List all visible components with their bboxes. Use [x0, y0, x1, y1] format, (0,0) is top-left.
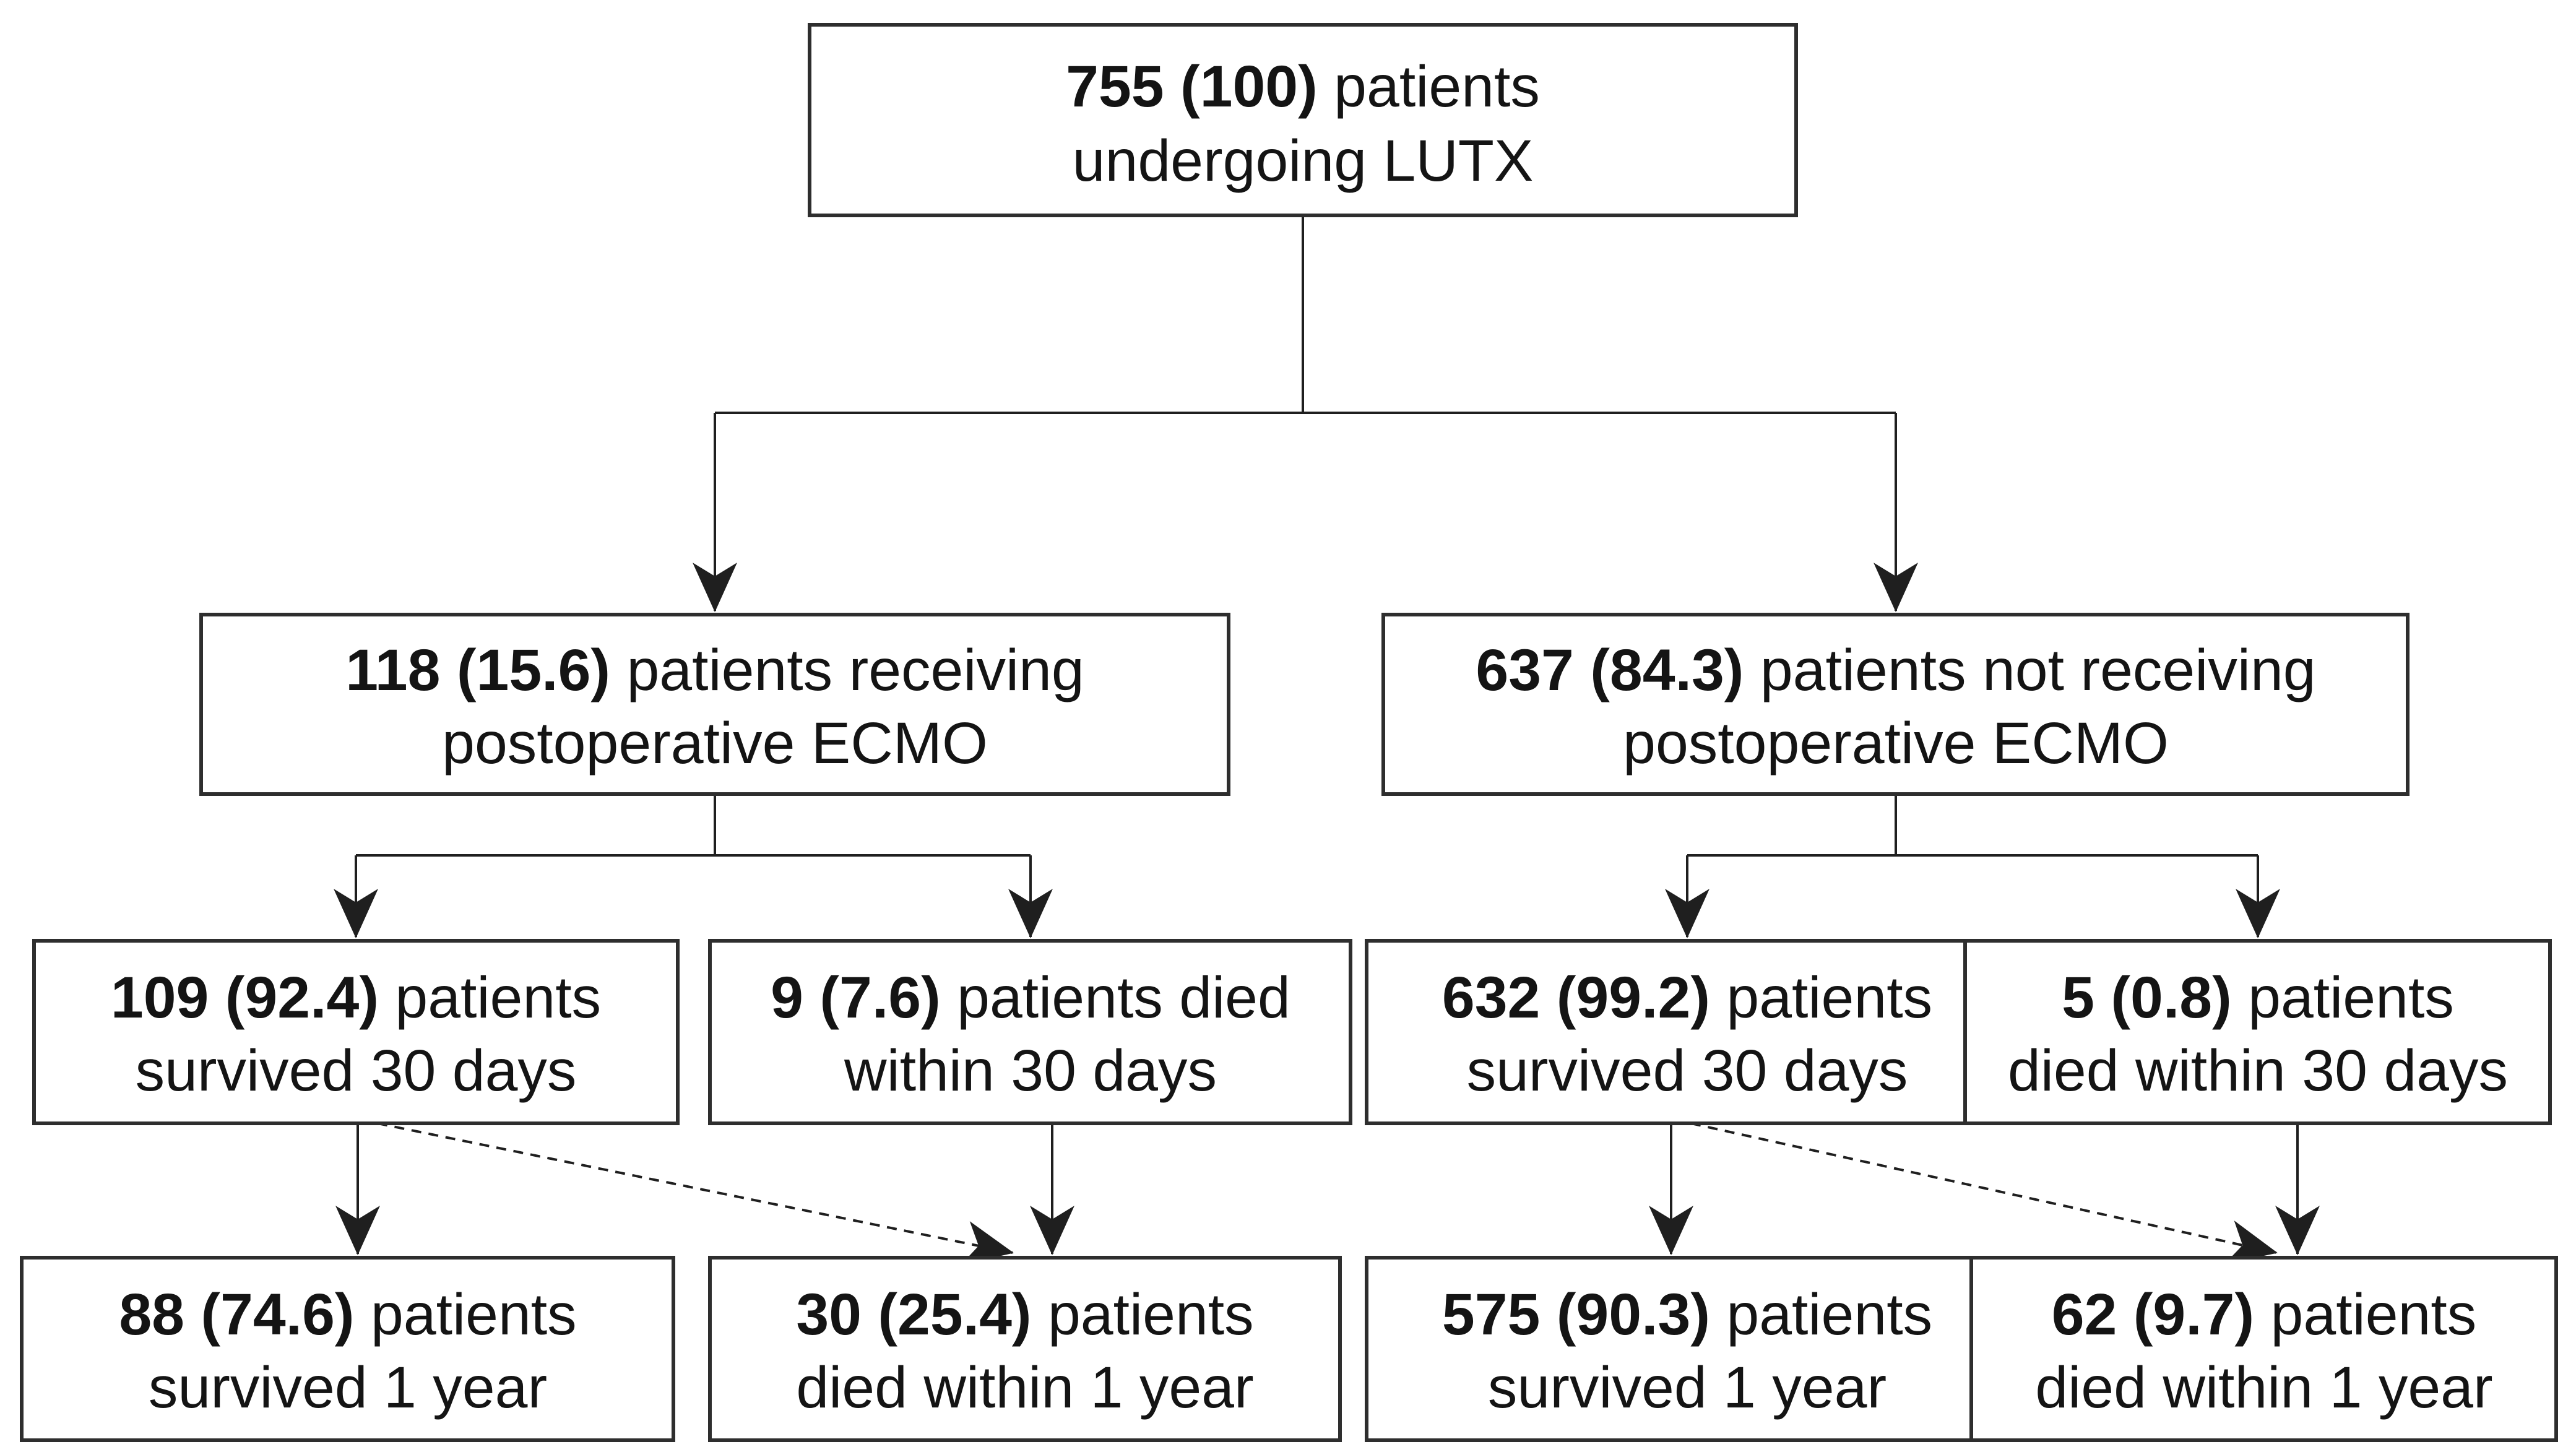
- node-ecmo-survived-1y-label-line2: survived 1 year: [149, 1355, 547, 1420]
- node-no-ecmo-label-line2: postoperative ECMO: [1623, 711, 2169, 776]
- node-no-ecmo-survived-1y-label-line1: 575 (90.3) patients: [1442, 1282, 1932, 1347]
- node-no-ecmo-survived-30d: 632 (99.2) patients survived 30 days: [1365, 939, 2009, 1125]
- node-root-label-line2: undergoing LUTX: [1073, 128, 1534, 194]
- node-ecmo-survived-30d-label-line2: survived 30 days: [136, 1038, 577, 1104]
- node-ecmo-died-1y-label-line1: 30 (25.4) patients: [796, 1282, 1253, 1347]
- node-no-ecmo-survived-30d-box: [1365, 939, 2009, 1125]
- node-ecmo: 118 (15.6) patients receiving postoperat…: [199, 613, 1230, 796]
- node-no-ecmo-died-1y-label-line2: died within 1 year: [2035, 1355, 2492, 1420]
- node-no-ecmo-died-1y-label-line1: 62 (9.7) patients: [2052, 1282, 2477, 1347]
- node-no-ecmo-died-1y-box: [1969, 1256, 2558, 1442]
- node-ecmo-died-30d-label-line2: within 30 days: [844, 1038, 1217, 1104]
- node-ecmo-survived-30d: 109 (92.4) patients survived 30 days: [32, 939, 680, 1125]
- node-ecmo-died-1y-label-line2: died within 1 year: [796, 1355, 1253, 1420]
- node-no-ecmo-survived-30d-label-line2: survived 30 days: [1467, 1038, 1908, 1104]
- node-ecmo-survived-1y-label-line1: 88 (74.6) patients: [119, 1282, 576, 1347]
- node-no-ecmo-died-30d: 5 (0.8) patients died within 30 days: [1963, 939, 2552, 1125]
- connector-ecmo-survived30-to-died1y: [377, 1122, 1014, 1265]
- node-no-ecmo-label-line1: 637 (84.3) patients not receiving: [1476, 637, 2315, 703]
- node-no-ecmo-died-30d-label-line1: 5 (0.8) patients: [2062, 965, 2454, 1031]
- node-no-ecmo-survived-30d-label-line1: 632 (99.2) patients: [1442, 965, 1932, 1031]
- node-ecmo-box: [199, 613, 1230, 796]
- node-no-ecmo: 637 (84.3) patients not receiving postop…: [1381, 613, 2410, 796]
- node-ecmo-survived-1y: 88 (74.6) patients survived 1 year: [20, 1256, 675, 1442]
- node-ecmo-survived-1y-box: [20, 1256, 675, 1442]
- node-root-label-line1: 755 (100) patients: [1066, 54, 1540, 119]
- node-root-box: [808, 23, 1798, 217]
- node-ecmo-died-1y-box: [708, 1256, 1342, 1442]
- node-no-ecmo-survived-1y-box: [1365, 1256, 2009, 1442]
- node-ecmo-died-30d: 9 (7.6) patients died within 30 days: [708, 939, 1352, 1125]
- node-no-ecmo-box: [1381, 613, 2410, 796]
- node-ecmo-survived-30d-label-line1: 109 (92.4) patients: [111, 965, 601, 1031]
- node-no-ecmo-survived-1y: 575 (90.3) patients survived 1 year: [1365, 1256, 2009, 1442]
- node-ecmo-label-line1: 118 (15.6) patients receiving: [345, 637, 1084, 703]
- node-no-ecmo-died-30d-label-line2: died within 30 days: [2008, 1038, 2508, 1104]
- node-ecmo-died-30d-label-line1: 9 (7.6) patients died: [771, 965, 1290, 1031]
- connector-no-ecmo-survived30-to-died1y: [1690, 1122, 2278, 1264]
- node-ecmo-label-line2: postoperative ECMO: [442, 711, 988, 776]
- node-no-ecmo-died-1y: 62 (9.7) patients died within 1 year: [1969, 1256, 2558, 1442]
- node-root: 755 (100) patients undergoing LUTX: [808, 23, 1798, 217]
- node-no-ecmo-died-30d-box: [1963, 939, 2552, 1125]
- node-no-ecmo-survived-1y-label-line2: survived 1 year: [1488, 1355, 1887, 1420]
- node-ecmo-died-1y: 30 (25.4) patients died within 1 year: [708, 1256, 1342, 1442]
- connectors: [334, 215, 2320, 1265]
- node-ecmo-died-30d-box: [708, 939, 1352, 1125]
- node-ecmo-survived-30d-box: [32, 939, 680, 1125]
